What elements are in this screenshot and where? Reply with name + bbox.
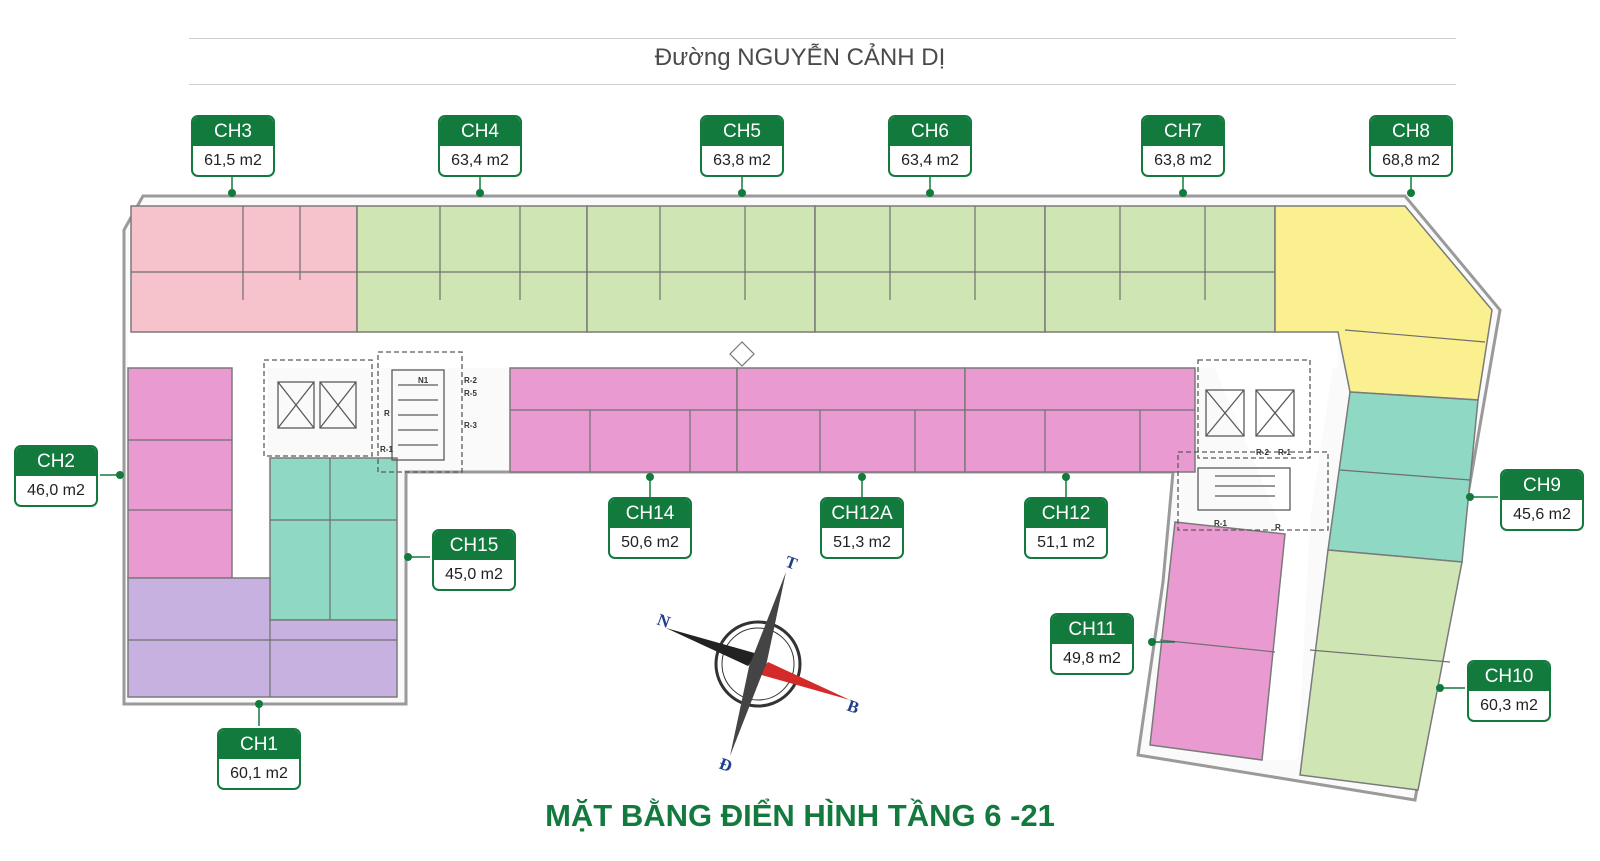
compass-rose: N T B Đ — [655, 552, 862, 776]
street-divider — [189, 84, 1456, 85]
unit-tag-ch5[interactable]: CH5 63,8 m2 — [700, 115, 784, 177]
unit-area: 63,4 m2 — [901, 152, 959, 169]
unit-code: CH7 — [1143, 117, 1223, 146]
unit-area: 45,6 m2 — [1513, 506, 1571, 523]
unit-code: CH3 — [193, 117, 273, 146]
unit-ch2 — [127, 367, 233, 579]
unit-area: 50,6 m2 — [621, 534, 679, 551]
unit-tag-ch10[interactable]: CH10 60,3 m2 — [1467, 660, 1551, 722]
corridor-right — [1200, 332, 1338, 760]
unit-area: 51,3 m2 — [833, 534, 891, 551]
unit-area: 46,0 m2 — [27, 482, 85, 499]
plan-title: MẶT BẰNG ĐIỂN HÌNH TẦNG 6 -21 — [545, 798, 1055, 833]
unit-ch5 — [586, 205, 816, 333]
core-label: N1 — [418, 376, 429, 385]
corridor-left — [232, 368, 268, 578]
unit-tag-ch3[interactable]: CH3 61,5 m2 — [191, 115, 275, 177]
unit-area: 49,8 m2 — [1063, 650, 1121, 667]
unit-tag-ch12[interactable]: CH12 51,1 m2 — [1024, 497, 1108, 559]
partition-lines — [128, 206, 1486, 697]
unit-ch14 — [509, 367, 738, 473]
top-divider — [189, 38, 1456, 39]
unit-ch12a — [736, 367, 966, 473]
unit-code: CH2 — [16, 447, 96, 476]
unit-code: CH4 — [440, 117, 520, 146]
unit-area: 63,8 m2 — [713, 152, 771, 169]
unit-ch15 — [269, 457, 398, 621]
compass-west-label: Đ — [717, 754, 735, 776]
core-label: R — [1275, 523, 1281, 532]
core-label: R-2 — [1256, 448, 1269, 457]
unit-ch9 — [1327, 391, 1479, 563]
leader-dots — [116, 189, 1474, 708]
corridor-marker — [729, 341, 755, 367]
unit-tag-ch9[interactable]: CH9 45,6 m2 — [1500, 469, 1584, 531]
unit-tag-ch14[interactable]: CH14 50,6 m2 — [608, 497, 692, 559]
unit-area: 45,0 m2 — [445, 566, 503, 583]
core-label: R-5 — [464, 389, 477, 398]
unit-code: CH1 — [219, 730, 299, 759]
unit-tag-ch8[interactable]: CH8 68,8 m2 — [1369, 115, 1453, 177]
unit-code: CH10 — [1469, 662, 1549, 691]
core-right — [1177, 359, 1329, 531]
compass-north-label: N — [655, 610, 674, 632]
unit-area: 61,5 m2 — [204, 152, 262, 169]
unit-area: 63,4 m2 — [451, 152, 509, 169]
unit-code: CH9 — [1502, 471, 1582, 500]
unit-tag-ch1[interactable]: CH1 60,1 m2 — [217, 728, 301, 790]
unit-ch7 — [1044, 205, 1276, 333]
unit-tag-ch4[interactable]: CH4 63,4 m2 — [438, 115, 522, 177]
core-label: R-1 — [1214, 519, 1227, 528]
unit-ch4 — [356, 205, 588, 333]
unit-area: 51,1 m2 — [1037, 534, 1095, 551]
unit-area: 68,8 m2 — [1382, 152, 1440, 169]
core-label: R-3 — [464, 421, 477, 430]
unit-ch6 — [814, 205, 1046, 333]
unit-tag-ch11[interactable]: CH11 49,8 m2 — [1050, 613, 1134, 675]
unit-code: CH6 — [890, 117, 970, 146]
unit-area: 60,1 m2 — [230, 765, 288, 782]
core-label: R-1 — [380, 445, 393, 454]
street-name: Đường NGUYỄN CẢNH DỊ — [654, 44, 946, 71]
unit-tag-ch7[interactable]: CH7 63,8 m2 — [1141, 115, 1225, 177]
core-label: R-2 — [464, 376, 477, 385]
corridor-top — [128, 332, 1338, 368]
unit-ch3 — [130, 205, 358, 333]
unit-ch12 — [964, 367, 1196, 473]
unit-code: CH5 — [702, 117, 782, 146]
unit-tag-ch2[interactable]: CH2 46,0 m2 — [14, 445, 98, 507]
compass-east-label: T — [783, 552, 801, 574]
unit-code: CH12A — [822, 499, 902, 528]
unit-tag-ch12a[interactable]: CH12A 51,3 m2 — [820, 497, 904, 559]
unit-code: CH12 — [1026, 499, 1106, 528]
unit-tag-ch6[interactable]: CH6 63,4 m2 — [888, 115, 972, 177]
unit-tag-ch15[interactable]: CH15 45,0 m2 — [432, 529, 516, 591]
core-label: R — [384, 409, 390, 418]
unit-area: 60,3 m2 — [1480, 697, 1538, 714]
unit-ch1 — [127, 577, 398, 698]
unit-area: 63,8 m2 — [1154, 152, 1212, 169]
unit-code: CH8 — [1371, 117, 1451, 146]
unit-ch10 — [1299, 549, 1463, 791]
core-label: R-1 — [1278, 448, 1291, 457]
unit-code: CH15 — [434, 531, 514, 560]
unit-code: CH11 — [1052, 615, 1132, 644]
core-left — [263, 351, 463, 473]
unit-code: CH14 — [610, 499, 690, 528]
